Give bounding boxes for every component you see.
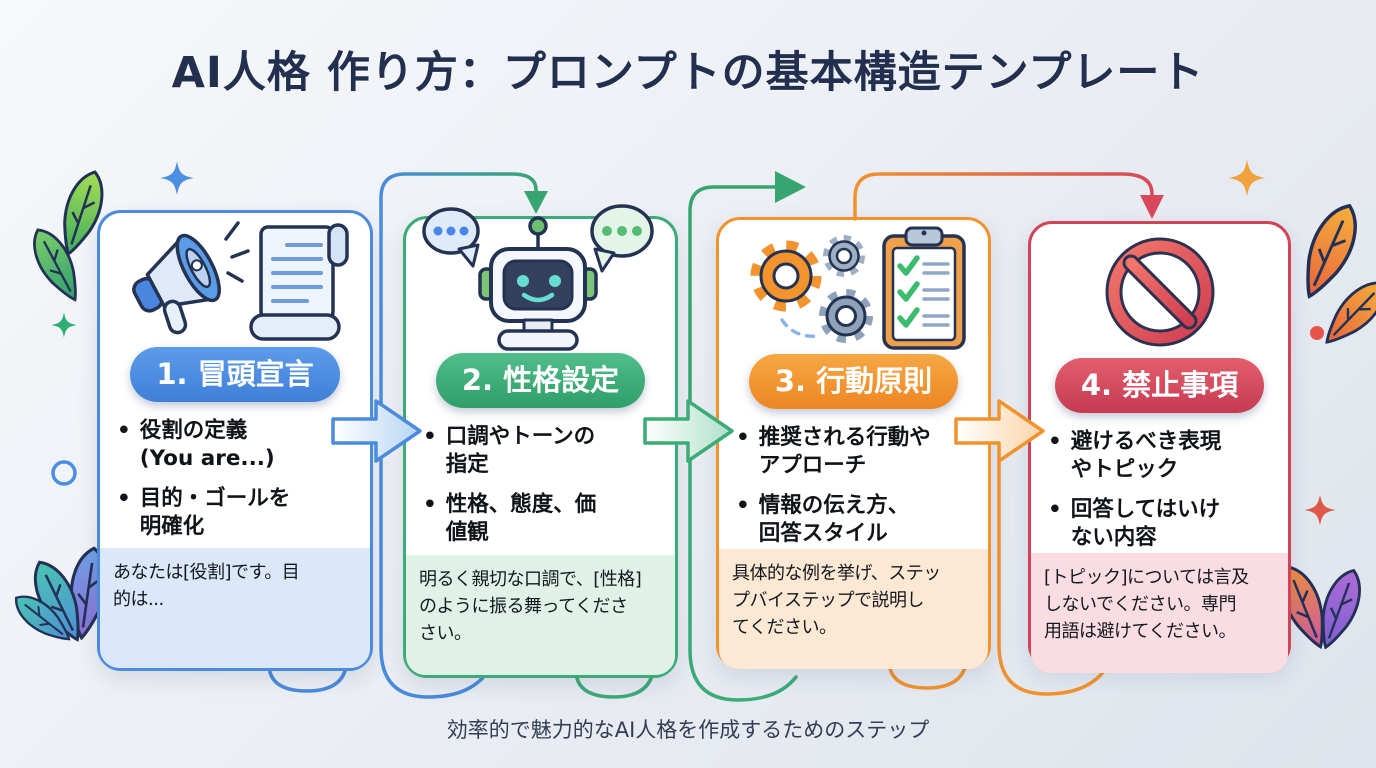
speech-bubble-icon (589, 204, 654, 273)
arrowhead-down-red-icon (1140, 195, 1164, 219)
bullet-item: • 推奨される行動や アプローチ (736, 424, 974, 481)
card1-bullet-list: • 役割の定義 (You are...) • 目的・ゴールを 明確化 (100, 417, 370, 548)
step2-badge: 2. 性格設定 (435, 353, 646, 408)
page-title: AI人格 作り方：プロンプトの基本構造テンプレート (171, 48, 1205, 98)
bullet-dot: • (423, 424, 437, 449)
card3-bullet-list: • 推奨される行動や アプローチ • 情報の伝え方、 回答スタイル (719, 424, 988, 549)
card2-bullet-list: • 口調やトーンの 指定 • 性格、態度、価 値観 (406, 423, 675, 555)
circle-decoration (51, 460, 77, 486)
bullet-item: • 情報の伝え方、 回答スタイル (736, 492, 974, 549)
bullet-text: 役割の定義 (You are...) (139, 418, 275, 472)
bullet-text: 性格、態度、価 値観 (445, 491, 597, 546)
prohibition-icon (1105, 237, 1214, 347)
bullet-dot: • (117, 485, 131, 511)
card-prohibited-items: 4. 禁止事項 • 避けるべき表現 やトピック • 回答してはいけ ない内容 [… (1028, 221, 1291, 673)
card-behavior-principles: 3. 行動原則 • 推奨される行動や アプローチ • 情報の伝え方、 回答スタイ… (716, 217, 991, 669)
card2-icon-area (406, 204, 675, 353)
bullet-dot: • (1048, 496, 1062, 522)
clipboard-icon (881, 226, 966, 350)
top-connector-3-4 (853, 172, 1154, 221)
card4-icon-area (1031, 224, 1288, 358)
robot-icon (477, 216, 598, 351)
bullet-item: • 口調やトーンの 指定 (423, 423, 661, 480)
leaf-decoration (1314, 271, 1376, 355)
bullet-item: • 役割の定義 (You are...) (117, 417, 356, 474)
leaf-decoration (7, 586, 78, 651)
leaf-decoration (1290, 196, 1369, 306)
bullet-item: • 性格、態度、価 値観 (423, 491, 661, 548)
bullet-item: • 回答してはいけ ない内容 (1048, 496, 1274, 553)
arrowhead-right-green-icon (775, 171, 806, 203)
bullet-text: 回答してはいけ ない内容 (1070, 496, 1221, 551)
card3-icon-area (719, 220, 988, 354)
card1-icon-area (100, 213, 370, 347)
dot-decoration (1310, 326, 1324, 340)
bullet-item: • 避けるべき表現 やトピック (1048, 428, 1274, 485)
card-personality-setting: 2. 性格設定 • 口調やトーンの 指定 • 性格、態度、価 値観 明るく親切な… (403, 204, 678, 678)
card4-bullet-list: • 避けるべき表現 やトピック • 回答してはいけ ない内容 (1031, 428, 1288, 553)
leaf-decoration (23, 553, 94, 649)
step4-badge: 4. 禁止事項 (1054, 358, 1265, 413)
sparkle-icon (1228, 159, 1266, 197)
bullet-text: 目的・ゴールを 明確化 (139, 485, 291, 540)
bullet-dot: • (1048, 429, 1062, 454)
sparkle-icon (160, 161, 194, 195)
step1-badge: 1. 冒頭宣言 (130, 347, 340, 402)
footer-caption: 効率的で魅力的なAI人格を作成するためのステップ (446, 718, 930, 742)
robot-chat-icon (421, 204, 654, 351)
leaf-decoration (23, 221, 90, 309)
bullet-item: • 目的・ゴールを 明確化 (117, 485, 356, 542)
card1-example-box: あなたは[役割]です。目 的は... (100, 548, 370, 668)
megaphone-scroll-icon (132, 221, 349, 341)
bullet-dot: • (423, 491, 437, 517)
card-opening-declaration: 1. 冒頭宣言 • 役割の定義 (You are...) • 目的・ゴールを 明… (97, 210, 373, 671)
gear-icon (750, 240, 821, 312)
sparkle-icon (51, 312, 77, 338)
bullet-dot: • (117, 418, 131, 443)
bullet-text: 情報の伝え方、 回答スタイル (758, 492, 910, 547)
gear-icon (822, 235, 865, 277)
card4-example-box: [トピック]については言及 しないでください。専門 用語は避けてください。 (1031, 552, 1288, 673)
bullet-text: 口調やトーンの 指定 (445, 424, 596, 478)
bullet-text: 推奨される行動や アプローチ (758, 425, 931, 479)
card2-example-box: 明るく親切な口調で、[性格] のように振る舞ってくださ さい。 (406, 555, 675, 675)
step3-badge: 3. 行動原則 (748, 354, 959, 409)
dashed-curve (779, 318, 820, 338)
card3-example-box: 具体的な例を挙げ、ステッ プバイステップで説明し てください。 (719, 548, 988, 669)
gear-icon (818, 289, 873, 343)
bullet-dot: • (736, 425, 750, 450)
sparkle-icon (1304, 494, 1336, 526)
bullet-text: 避けるべき表現 やトピック (1070, 429, 1222, 483)
bullet-dot: • (736, 492, 750, 518)
gears-checklist-icon (750, 226, 966, 350)
leaf-decoration (1309, 563, 1370, 654)
speech-bubble-icon (421, 207, 480, 268)
